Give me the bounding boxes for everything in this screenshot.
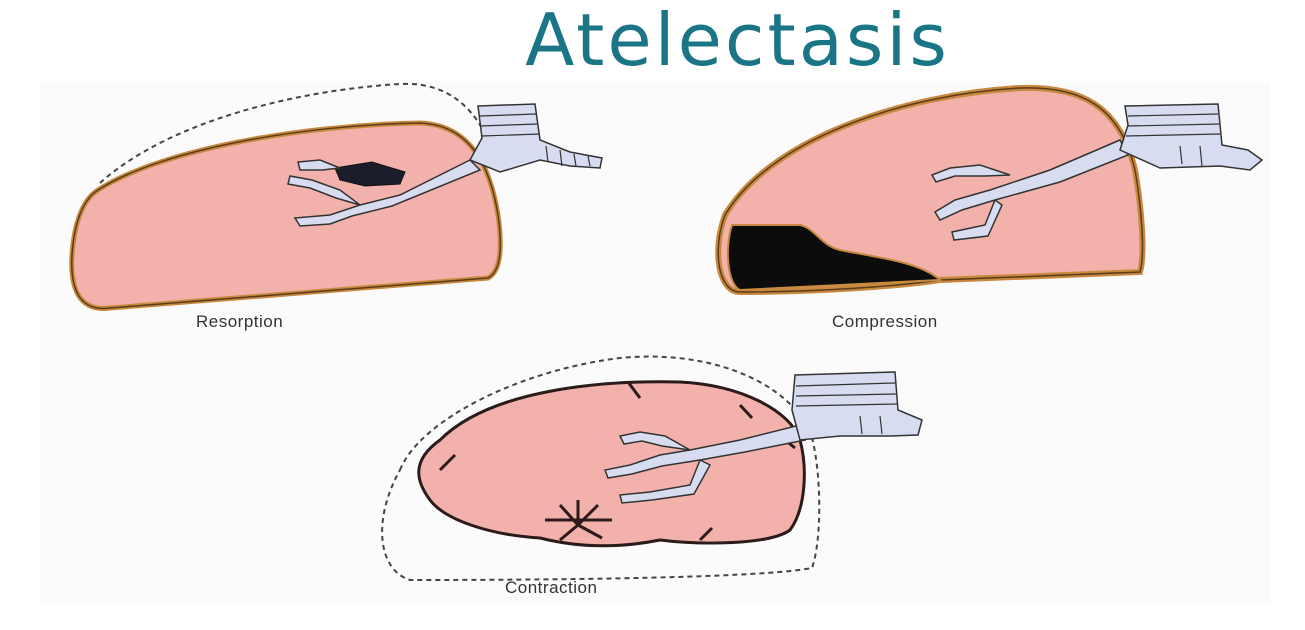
contraction-trachea xyxy=(792,372,922,440)
caption-contraction: Contraction xyxy=(505,578,597,598)
resorption-panel xyxy=(72,84,602,309)
compression-trachea xyxy=(1120,104,1262,170)
compression-panel xyxy=(718,88,1262,292)
caption-compression: Compression xyxy=(832,312,938,332)
resorption-lung xyxy=(72,123,501,308)
caption-resorption: Resorption xyxy=(196,312,283,332)
resorption-trachea xyxy=(470,104,602,172)
contraction-panel xyxy=(382,357,922,580)
